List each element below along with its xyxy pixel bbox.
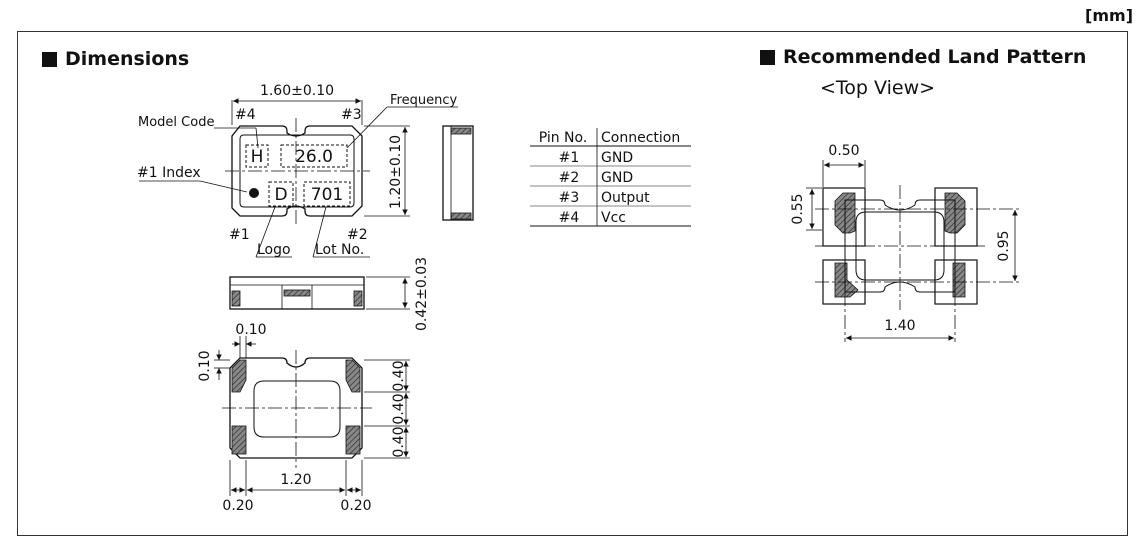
frequency-label: Frequency [390,93,457,108]
bottom-center-dim: 1.20 [280,472,311,488]
pad-width-dim: 0.50 [828,143,859,159]
top-view-subtitle: <Top View> [820,77,936,99]
bottom-right-dim: 0.20 [340,498,371,514]
title-square-icon [760,49,775,65]
logo-label: Logo [257,242,291,258]
marking-freq: 26.0 [295,147,333,167]
unit-label: [mm] [1085,6,1133,25]
bottom-view [214,336,410,496]
marking-lot: 701 [311,185,343,205]
bottom-pad-w-dim: 0.10 [235,322,266,338]
title-square-icon [42,51,57,67]
pin-table [530,128,691,227]
model-code-label: Model Code [138,115,214,130]
top-view [139,98,458,258]
table-cell: #1 [559,150,580,166]
bottom-r3-dim: 0.40 [391,426,407,457]
bottom-r1-dim: 0.40 [391,360,407,391]
pin1-label: #1 [229,227,250,243]
drawing-frame [17,31,1128,536]
index-label: #1 Index [137,165,201,181]
pin3-label: #3 [341,107,362,123]
dimensions-title-text: Dimensions [65,48,190,70]
height-dim: 1.20±0.10 [388,135,404,209]
table-cell: #4 [559,210,580,226]
land-pattern-labels: 0.50 0.55 0.95 1.40 [790,143,1012,334]
marking-model: H [251,147,264,167]
pad-height-dim: 0.55 [790,193,806,224]
table-cell: GND [601,170,633,186]
land-pattern-title: Recommended Land Pattern [760,46,1086,68]
table-cell: Vcc [601,210,626,226]
dimensions-title: Dimensions [42,48,189,70]
table-cell: GND [601,150,633,166]
side-view-right [442,125,474,221]
bottom-pad-h-dim: 0.10 [197,350,213,381]
pin4-label: #4 [235,107,256,123]
side-view-front [229,276,410,310]
marking-logo: D [274,185,287,205]
land-pattern-title-text: Recommended Land Pattern [783,46,1087,68]
top-view-labels: 1.60±0.10 #4 #3 #1 #2 Model Code Frequen… [137,83,457,258]
bottom-view-labels: 0.10 0.10 0.40 0.40 0.40 1.20 0.20 0.20 [197,322,407,514]
horizontal-pitch-dim: 1.40 [884,318,915,334]
pin-table-text: Pin No. Connection #1 GND #2 GND #3 Outp… [539,130,681,226]
land-pattern [806,160,1020,342]
lot-label: Lot No. [315,242,364,258]
thickness-dim: 0.42±0.03 [414,257,430,331]
pin-table-header-pin: Pin No. [539,130,588,146]
vertical-pitch-dim: 0.95 [996,230,1012,261]
table-cell: Output [601,190,650,206]
bottom-r2-dim: 0.40 [391,393,407,424]
table-cell: #2 [559,170,580,186]
pin-table-header-connection: Connection [601,130,680,146]
table-cell: #3 [559,190,580,206]
top-width-dim: 1.60±0.10 [260,83,334,99]
bottom-left-dim: 0.20 [222,498,253,514]
pin2-label: #2 [347,227,368,243]
